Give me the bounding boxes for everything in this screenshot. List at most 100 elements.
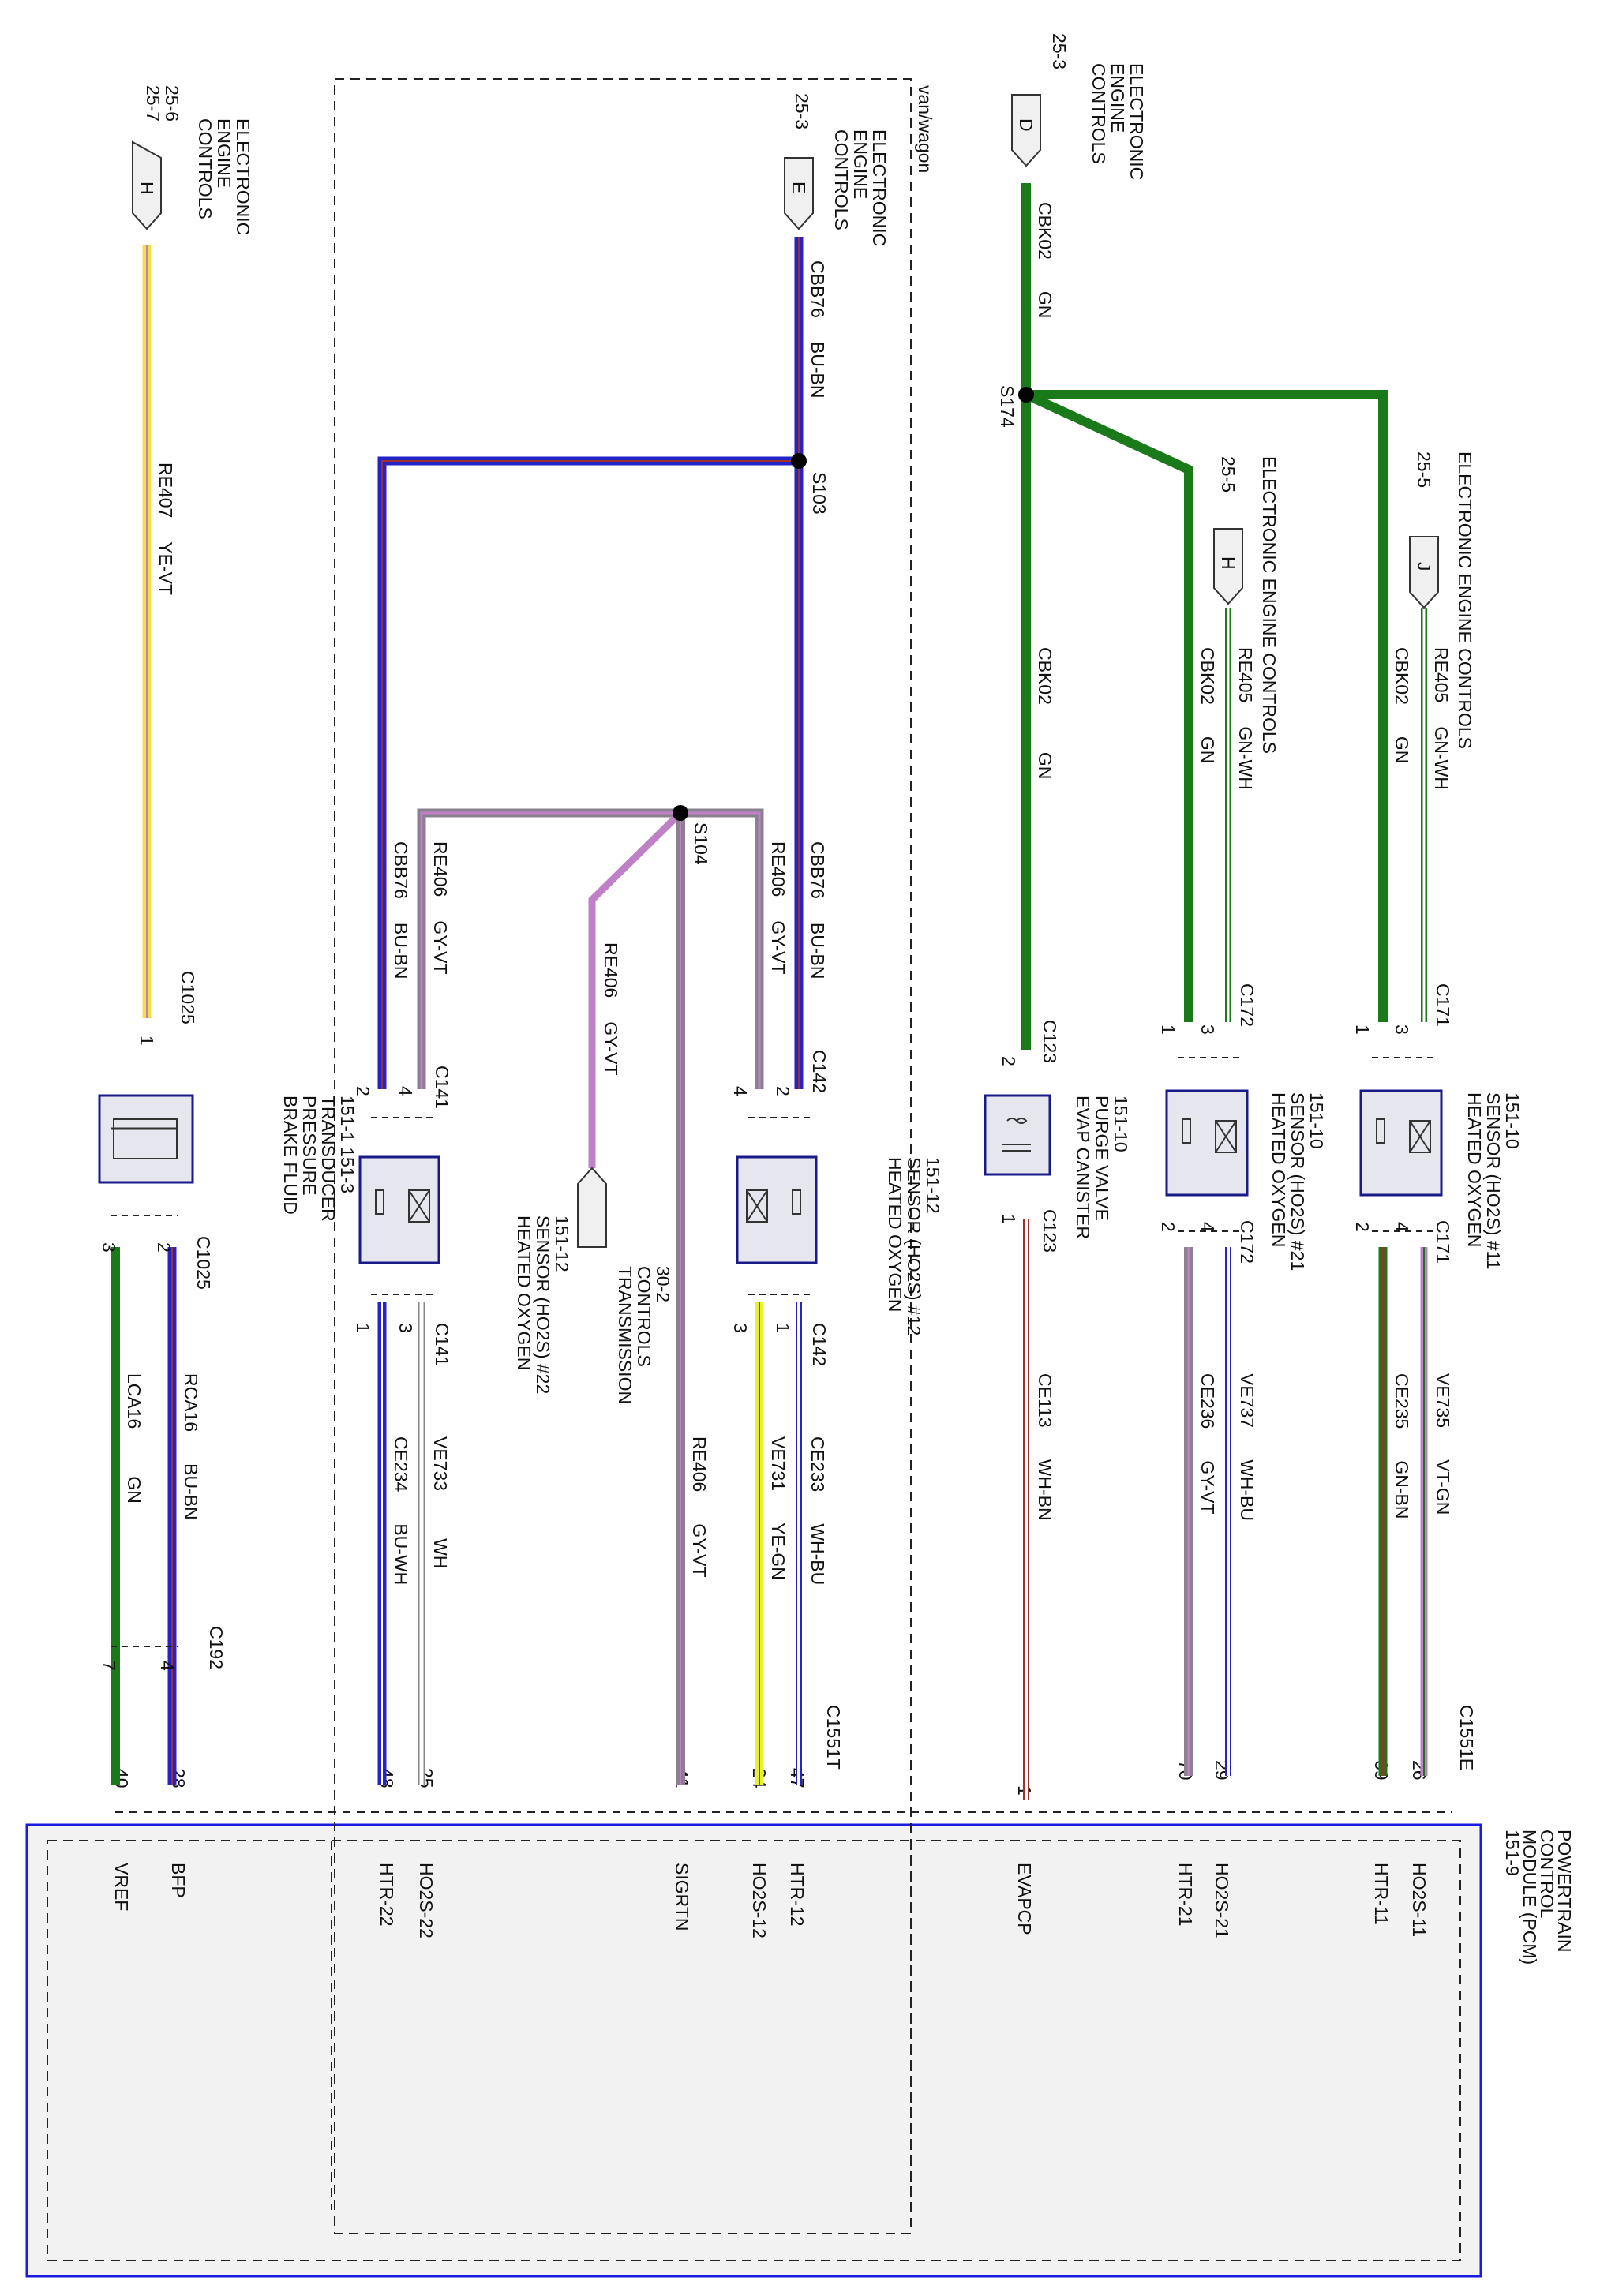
pin: 7 <box>99 1661 119 1671</box>
wire-cbk02-j: CBK02GN <box>1392 647 1412 763</box>
pcm-pin-sigrtn: SIGRTN <box>672 1863 692 1931</box>
pcm-pin-ho2s-22: HO2S-22 <box>416 1863 437 1938</box>
splice-s103 <box>791 453 807 469</box>
pin: 3 <box>99 1242 119 1253</box>
wire-re405-h: RE405GN-WH <box>1235 647 1256 790</box>
ref-j-letter: J <box>1414 562 1434 571</box>
ref-h-mid[interactable]: H 25-5 ELECTRONIC ENGINE CONTROLS <box>1213 456 1280 754</box>
pin: 1 <box>1352 1024 1373 1035</box>
ref-transmission[interactable]: TRANSMISSIONCONTROLS30-2 <box>577 1167 673 1404</box>
pcm-pin-htr-11: HTR-11 <box>1371 1863 1392 1925</box>
ref-e-title: ELECTRONICENGINECONTROLS <box>831 129 890 246</box>
pin: 1 <box>353 1323 373 1333</box>
wire-ce233: CE233WH-BU <box>808 1436 828 1585</box>
pcm-pin-vref: VREF <box>111 1863 132 1911</box>
pcm-pin-htr-12: HTR-12 <box>787 1863 808 1927</box>
pcm-pin-bfp: BFP <box>168 1863 189 1898</box>
pcm-pin-evapcp: EVAPCP <box>1014 1863 1035 1935</box>
evap-purge-valve[interactable]: EVAP CANISTERPURGE VALVE151-10 C123 C123… <box>984 1020 1131 1253</box>
pin: 2 <box>1352 1222 1373 1232</box>
conn-c1025-bot: C1025 <box>193 1236 214 1290</box>
pin: 4 <box>395 1086 416 1096</box>
ref-j[interactable]: J 25-5 ELECTRONIC ENGINE CONTROLS <box>1409 451 1475 749</box>
wire-ve731: VE731YE-GN <box>768 1436 789 1580</box>
conn-c172-top: C172 <box>1237 983 1257 1027</box>
pcm-pin-ho2s-21: HO2S-21 <box>1212 1863 1232 1938</box>
pin: 2 <box>773 1086 793 1096</box>
splice-label-s103: S103 <box>809 472 830 515</box>
ref-h-left-title: ELECTRONICENGINECONTROLS <box>195 118 253 235</box>
conn-c171-bot: C171 <box>1433 1220 1453 1264</box>
ho2s-21-title: HEATED OXYGENSENSOR (HO2S) #21151-10 <box>1268 1092 1327 1271</box>
ref-h-mid-label: ELECTRONIC ENGINE CONTROLS <box>1259 456 1280 754</box>
wire-cbk02-top: CBK02GN <box>1035 202 1055 318</box>
pcm-pin-ho2s-12: HO2S-12 <box>749 1863 770 1938</box>
ref-h-left-page: 25-625-7 <box>143 85 182 122</box>
pin: 4 <box>157 1661 178 1671</box>
van-wagon-region: van/wagon <box>334 78 935 2234</box>
pin: 3 <box>395 1323 416 1333</box>
ref-h-left-letter: H <box>137 182 157 195</box>
ref-d-title: ELECTRONICENGINECONTROLS <box>1089 63 1147 180</box>
ref-transmission-title: TRANSMISSIONCONTROLS30-2 <box>615 1266 673 1404</box>
ref-e-letter: E <box>789 182 809 193</box>
pin: 3 <box>1197 1024 1218 1035</box>
wire-lca16: LCA16GN <box>124 1373 144 1504</box>
pcm-connector: C1551T <box>823 1705 844 1770</box>
pcm-module: POWERTRAINCONTROLMODULE (PCM)151-9 <box>25 1823 1575 2278</box>
conn-c142-bot: C142 <box>809 1323 830 1366</box>
conn-c172-bot: C172 <box>1237 1220 1257 1264</box>
wire-ve733: VE733WH <box>430 1436 451 1568</box>
ho2s-11-sensor[interactable]: HEATED OXYGENSENSOR (HO2S) #11151-10 C17… <box>1352 983 1523 1270</box>
ref-j-page: 25-5 <box>1414 451 1434 488</box>
c192-label: C192 <box>206 1626 227 1669</box>
evap-title: EVAP CANISTERPURGE VALVE151-10 <box>1073 1096 1131 1239</box>
ref-j-label: ELECTRONIC ENGINE CONTROLS <box>1455 451 1475 749</box>
pcm-connector: C1551E <box>1456 1705 1477 1770</box>
wire-ve737: VE737WH-BU <box>1237 1373 1257 1521</box>
conn-c142-top: C142 <box>809 1050 830 1093</box>
pin: 3 <box>730 1323 751 1333</box>
wire-ce235: CE235GN-BN <box>1392 1373 1412 1519</box>
pin: 4 <box>1392 1222 1412 1232</box>
pin: 3 <box>1392 1024 1412 1035</box>
ref-h-left[interactable]: H 25-625-7 ELECTRONICENGINECONTROLS <box>132 85 253 235</box>
ref-h-mid-letter: H <box>1218 556 1238 570</box>
splice-label-s104: S104 <box>691 822 711 865</box>
ho2s-12-title: HEATED OXYGENSENSOR (HO2S) #12151-12 <box>885 1157 943 1335</box>
conn-c1025-top: C1025 <box>178 971 198 1024</box>
ref-d[interactable]: D 25-3 ELECTRONICENGINECONTROLS <box>1011 33 1147 180</box>
pin: 1 <box>999 1214 1019 1224</box>
pcm-pin-ho2s-11: HO2S-11 <box>1409 1863 1430 1937</box>
pin: 2 <box>353 1086 373 1096</box>
ref-d-letter: D <box>1016 118 1036 132</box>
wire-cbb76-a: CBB76BU-BN <box>808 841 828 979</box>
wire-labels: CBK02GN CBK02GN CBK02GN RE405GN-WH CBK02… <box>124 202 1453 1585</box>
conn-c171-top: C171 <box>1433 983 1453 1027</box>
conn-c141-bot: C141 <box>432 1323 452 1366</box>
splices: S174 S103 S104 <box>673 385 1034 865</box>
ho2s-22-sensor[interactable]: HEATED OXYGENSENSOR (HO2S) #22151-12 C14… <box>353 1066 572 1394</box>
brake-fluid-pressure-transducer[interactable]: BRAKE FLUIDPRESSURETRANSDUCER151-1 151-3… <box>98 971 358 1290</box>
wire-ce234: CE234BU-WH <box>391 1436 411 1585</box>
ref-d-page: 25-3 <box>1049 33 1070 69</box>
wire-re406-b: RE406GY-VT <box>430 841 451 975</box>
connector-c192[interactable]: C192 4 7 <box>99 1626 227 1671</box>
pin: 1 <box>137 1036 157 1046</box>
ref-e-page: 25-3 <box>792 93 812 129</box>
wire-cbb76-b: CBB76BU-BN <box>391 841 411 979</box>
wire-ve735: VE735VT-GN <box>1433 1373 1453 1515</box>
wire-re406-a: RE406GY-VT <box>768 841 789 975</box>
splice-s104 <box>673 805 688 821</box>
ref-e[interactable]: E 25-3 ELECTRONICENGINECONTROLS <box>784 93 890 246</box>
ho2s-21-sensor[interactable]: HEATED OXYGENSENSOR (HO2S) #21151-10 C17… <box>1158 983 1327 1271</box>
wire-re406-sig: RE406GY-VT <box>689 1436 710 1578</box>
ho2s-12-sensor[interactable]: HEATED OXYGENSENSOR (HO2S) #12151-12 C14… <box>730 1050 943 1366</box>
pin: 4 <box>1197 1222 1218 1232</box>
wires <box>111 183 1452 1813</box>
wire-re405-j: RE405GN-WH <box>1431 647 1452 790</box>
pcm-pin-htr-22: HTR-22 <box>377 1863 397 1927</box>
wire-rca16: RCA16BU-BN <box>181 1373 201 1520</box>
wire-re407: RE407YE-VT <box>156 463 176 595</box>
